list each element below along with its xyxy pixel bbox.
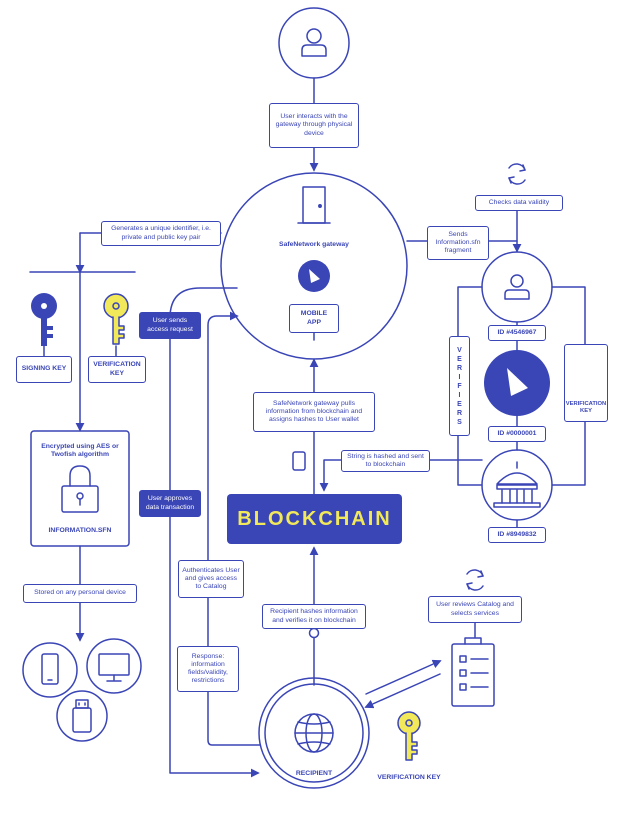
usb-circle [56,690,108,742]
phone-circle [22,642,78,698]
clipboard-checklist-icon [451,637,495,707]
recipient-label: RECIPIENT [295,770,333,777]
verifiers-letter: I [458,373,461,381]
sends-fragment-label: Sends Information.sfn fragment [427,226,489,260]
user-icon [504,274,530,300]
recipient-hashes-label: Recipient hashes information and verifie… [262,604,366,629]
key-icon [31,293,57,346]
verifier-app-logo [484,350,550,416]
globe-icon [294,713,334,753]
monitor-icon [98,653,130,682]
user-approves-label: User approves data transaction [139,490,201,517]
response-label: Response: information fields/validity, r… [177,646,239,692]
verification-key-label: VERIFICATION KEY [88,356,146,383]
verifiers-letter: E [457,355,462,363]
generates-identifier-label: Generates a unique identifier, i.e. priv… [101,221,221,246]
checks-validity-label: Checks data validity [475,195,563,211]
blockchain-block: BLOCKCHAIN [227,494,402,544]
small-device-marker [292,451,306,471]
user-sends-request-label: User sends access request [139,312,201,339]
verification-key-bottom-label: VERIFICATION KEY [377,774,441,781]
user-reviews-label: User reviews Catalog and selects service… [428,596,522,623]
string-hashed-label: String is hashed and sent to blockchain [341,450,430,472]
door-icon [297,186,331,224]
verifiers-letter: V [457,346,462,354]
encrypted-title: Encrypted using AES or Twofish algorithm [41,443,119,459]
verifiers-letter: E [457,400,462,408]
phone-icon [41,653,59,685]
verifier-key-label: VERIFICATION KEY [565,401,607,414]
id-bottom-label: ID #8949832 [488,527,546,543]
refresh-icon [508,163,526,185]
gateway-pulls-label: SafeNetwork gateway pulls information fr… [253,392,375,432]
monitor-circle [86,638,142,694]
lock-icon [61,465,99,513]
usb-icon [72,699,92,733]
authenticates-label: Authenticates User and gives access to C… [178,560,244,598]
verifiers-letter: R [456,364,463,372]
bank-building-icon [493,461,541,508]
stored-device-label: Stored on any personal device [23,584,137,603]
id-mid-label: ID #0000001 [488,426,546,442]
key-icon [103,293,129,345]
user-icon [301,28,327,57]
id-top-label: ID #4546967 [488,325,546,341]
app-logo-icon [298,260,330,292]
verifiers-letter: F [457,382,462,390]
user-interaction-label: User interacts with the gateway through … [269,103,359,148]
recipient-circle [258,677,370,789]
verifiers-letter: S [457,418,462,426]
information-sfn-label: INFORMATION.SFN [48,527,112,534]
mobile-app-label[interactable]: MOBILE APP [289,304,339,333]
key-icon [397,711,421,761]
verifiers-letter: I [458,391,461,399]
verifiers-letter: R [456,409,463,417]
verifiers-label: V E R I F I E R S [449,336,470,436]
gateway-title: SafeNetwork gateway [279,241,349,248]
signing-key-label: SIGNING KEY [16,356,72,383]
refresh-icon [466,569,484,591]
verifier-key-box: VERIFICATION KEY [564,344,608,422]
